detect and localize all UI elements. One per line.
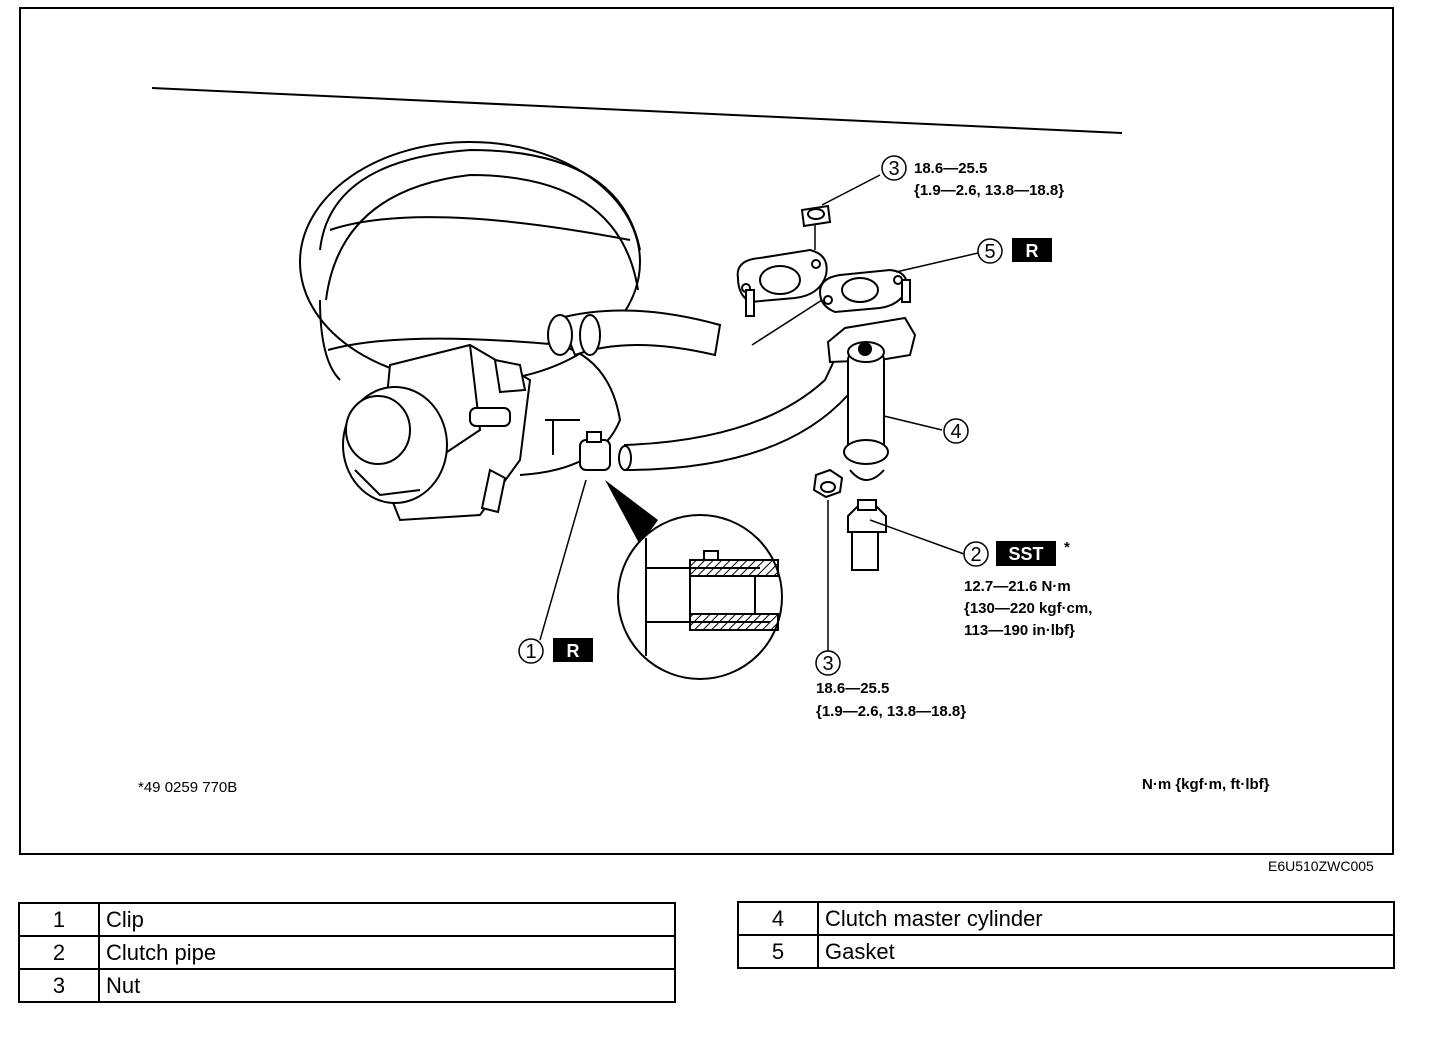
callout-1: 1 R xyxy=(518,638,593,664)
legend-row: 2 Clutch pipe xyxy=(18,935,676,970)
clip-detail-view xyxy=(605,480,783,680)
parts-legend-left: 1 Clip 2 Clutch pipe 3 Nut xyxy=(18,902,676,1003)
firewall-line xyxy=(151,87,1123,134)
reservoir-hose xyxy=(618,346,864,472)
clutch-master-cylinder xyxy=(826,316,917,481)
legend-part: Nut xyxy=(98,968,676,1003)
callout-3-top: 3 18.6—25.5 {1.9—2.6, 13.8—18.8} xyxy=(881,155,1064,199)
gasket xyxy=(736,248,908,314)
replace-tag: R xyxy=(1026,241,1039,261)
legend-index: 4 xyxy=(737,901,819,936)
callout-number: 5 xyxy=(984,241,995,263)
torque-line-2: {1.9—2.6, 13.8—18.8} xyxy=(914,182,1064,199)
callout-4: 4 xyxy=(943,418,969,444)
callout-5: 5 R xyxy=(977,238,1052,264)
sst-tag: SST xyxy=(1008,544,1043,564)
callout-number: 3 xyxy=(822,653,833,675)
legend-row: 5 Gasket xyxy=(737,934,1395,969)
legend-part: Gasket xyxy=(817,934,1395,969)
torque-line-2: {130—220 kgf·cm, xyxy=(964,600,1092,617)
torque-line-1: 18.6—25.5 xyxy=(816,680,889,697)
mounting-studs xyxy=(745,225,911,650)
legend-row: 1 Clip xyxy=(18,902,676,937)
callout-number: 3 xyxy=(888,158,899,180)
nut-bottom xyxy=(812,468,844,499)
callout-3-bottom: 3 18.6—25.5 {1.9—2.6, 13.8—18.8} xyxy=(815,650,966,720)
callout-number: 4 xyxy=(950,421,961,443)
units-note: N·m {kgf·m, ft·lbf} xyxy=(1142,776,1270,793)
callout-number: 1 xyxy=(525,641,536,663)
replace-tag: R xyxy=(567,641,580,661)
legend-row: 4 Clutch master cylinder xyxy=(737,901,1395,936)
legend-index: 2 xyxy=(18,935,100,970)
torque-line-2: {1.9—2.6, 13.8—18.8} xyxy=(816,703,966,720)
figure-code: E6U510ZWC005 xyxy=(1268,858,1374,874)
torque-line-1: 12.7—21.6 N·m xyxy=(964,578,1071,595)
legend-part: Clutch master cylinder xyxy=(817,901,1395,936)
torque-line-3: 113—190 in·lbf} xyxy=(964,622,1075,639)
sst-asterisk: * xyxy=(1064,539,1070,556)
vacuum-hose xyxy=(547,309,722,357)
brake-master-cylinder xyxy=(342,343,532,522)
legend-index: 1 xyxy=(18,902,100,937)
clip xyxy=(545,419,611,471)
callout-number: 2 xyxy=(970,544,981,566)
footnote: *49 0259 770B xyxy=(138,779,237,796)
parts-legend-right: 4 Clutch master cylinder 5 Gasket xyxy=(737,901,1395,969)
legend-part: Clip xyxy=(98,902,676,937)
clutch-pipe xyxy=(847,499,887,571)
callout-2: 2 SST * 12.7—21.6 N·m {130—220 kgf·cm, 1… xyxy=(963,539,1092,639)
figure-frame xyxy=(19,7,1394,855)
torque-line-1: 18.6—25.5 xyxy=(914,160,987,177)
legend-index: 5 xyxy=(737,934,819,969)
leader-lines xyxy=(539,174,979,652)
legend-row: 3 Nut xyxy=(18,968,676,1003)
nut-top xyxy=(800,204,832,228)
legend-index: 3 xyxy=(18,968,100,1003)
legend-part: Clutch pipe xyxy=(98,935,676,970)
